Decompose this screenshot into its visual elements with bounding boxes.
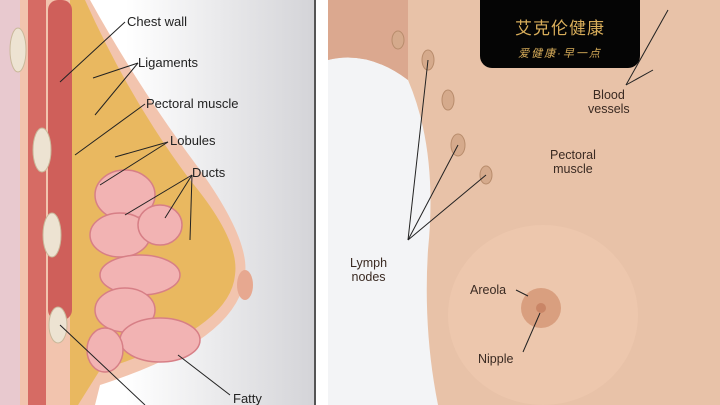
- surface-illustration: [328, 0, 669, 405]
- label-chest-wall: Chest wall: [127, 14, 187, 29]
- label-ligaments: Ligaments: [138, 55, 198, 70]
- cross-section-illustration: [0, 0, 253, 405]
- watermark-logo: 艾克伦健康 爱健康·早一点: [480, 0, 640, 68]
- label-fatty: Fatty: [233, 391, 262, 405]
- label-ducts: Ducts: [192, 165, 226, 180]
- label-lobules: Lobules: [170, 133, 216, 148]
- logo-title: 艾克伦健康: [515, 19, 605, 38]
- logo-slogan: 爱健康·早一点: [518, 48, 602, 60]
- breast-cross-section-diagram: Chest wall Ligaments Pectoral muscle Lob…: [0, 0, 314, 405]
- label-nipple: Nipple: [478, 352, 514, 366]
- panel-divider: [314, 0, 328, 405]
- label-pectoral-muscle: Pectoral muscle: [146, 96, 239, 111]
- label-areola: Areola: [470, 283, 507, 297]
